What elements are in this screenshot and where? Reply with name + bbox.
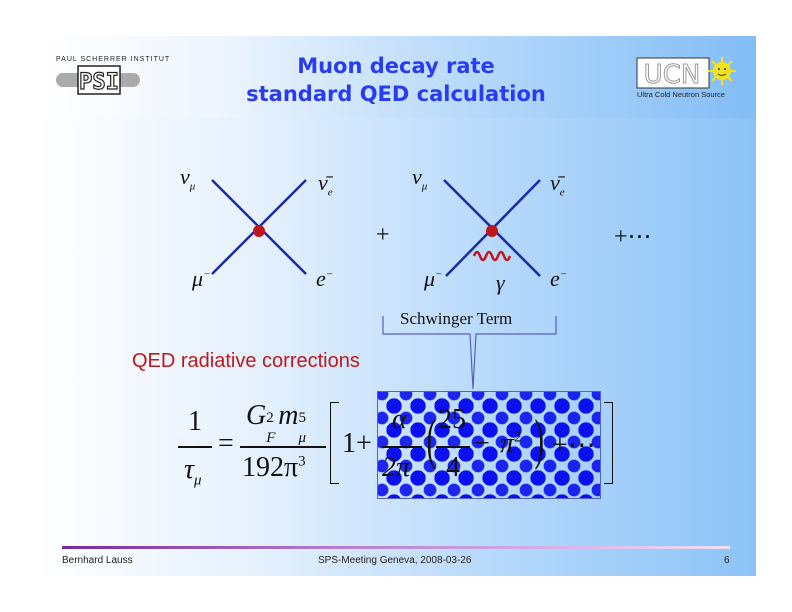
alpha: α	[392, 404, 407, 435]
gamma-label: γ	[496, 270, 505, 295]
left-bracket	[330, 402, 339, 484]
one-plus: 1+	[342, 428, 372, 459]
plus-dots-formula: +⋯	[552, 430, 596, 461]
psi-logo-mark: PSI	[56, 65, 140, 96]
denominator: 192π3	[242, 452, 306, 483]
photon-wavy-line	[472, 250, 512, 262]
vertex-dot-1	[253, 225, 265, 237]
fraction-bar-3	[382, 446, 422, 448]
fraction-bar-4	[436, 446, 470, 448]
electron-label-2: e−	[550, 266, 568, 291]
right-bracket	[604, 402, 613, 484]
footer-divider	[62, 546, 730, 549]
muon-label-1: μ−	[192, 266, 211, 291]
numerator-one: 1	[188, 406, 202, 437]
plus-dots: +⋯	[614, 224, 652, 250]
schwinger-brace	[382, 316, 557, 390]
slide-title: Muon decay rate standard QED calculation	[246, 54, 546, 106]
svg-text:UCN: UCN	[644, 60, 701, 90]
ucn-logo-mark: UCN	[636, 57, 736, 91]
plus-sign: +	[376, 222, 390, 248]
twenty-five: 25	[438, 404, 466, 435]
equals: =	[218, 428, 234, 459]
ucn-logo: UCN Ultra Cold Neutron Source	[636, 55, 740, 101]
svg-text:PSI: PSI	[79, 70, 119, 95]
tau-mu: τμ	[184, 454, 202, 489]
header-band	[38, 36, 756, 118]
section-heading: QED radiative corrections	[132, 350, 360, 372]
right-paren: )	[534, 409, 544, 471]
two-pi: 2π	[382, 452, 411, 483]
schwinger-highlight-box	[377, 391, 601, 499]
fraction-bar-2	[240, 446, 326, 448]
footer-event: SPS-Meeting Geneva, 2008-03-26	[318, 555, 472, 566]
nubar-e-label-1: ν̄e	[318, 170, 333, 199]
footer-author: Bernhard Lauss	[62, 555, 133, 566]
page-number: 6	[724, 555, 730, 566]
muon-label-2: μ−	[424, 266, 443, 291]
four: 4	[446, 452, 460, 483]
pi-squared: π2	[500, 428, 522, 459]
nu-mu-label-2: νμ	[412, 164, 428, 193]
minus: −	[474, 428, 490, 459]
vertex-dot-2	[486, 225, 498, 237]
left-paren: (	[426, 409, 436, 471]
electron-label-1: e−	[316, 266, 334, 291]
schwinger-term-label: Schwinger Term	[400, 309, 513, 328]
psi-logo: PAUL SCHERRER INSTITUT PSI	[56, 56, 171, 96]
fraction-bar-1	[178, 446, 212, 448]
nubar-e-label-2: ν̄e	[550, 170, 565, 199]
nu-mu-label-1: νμ	[180, 164, 196, 193]
